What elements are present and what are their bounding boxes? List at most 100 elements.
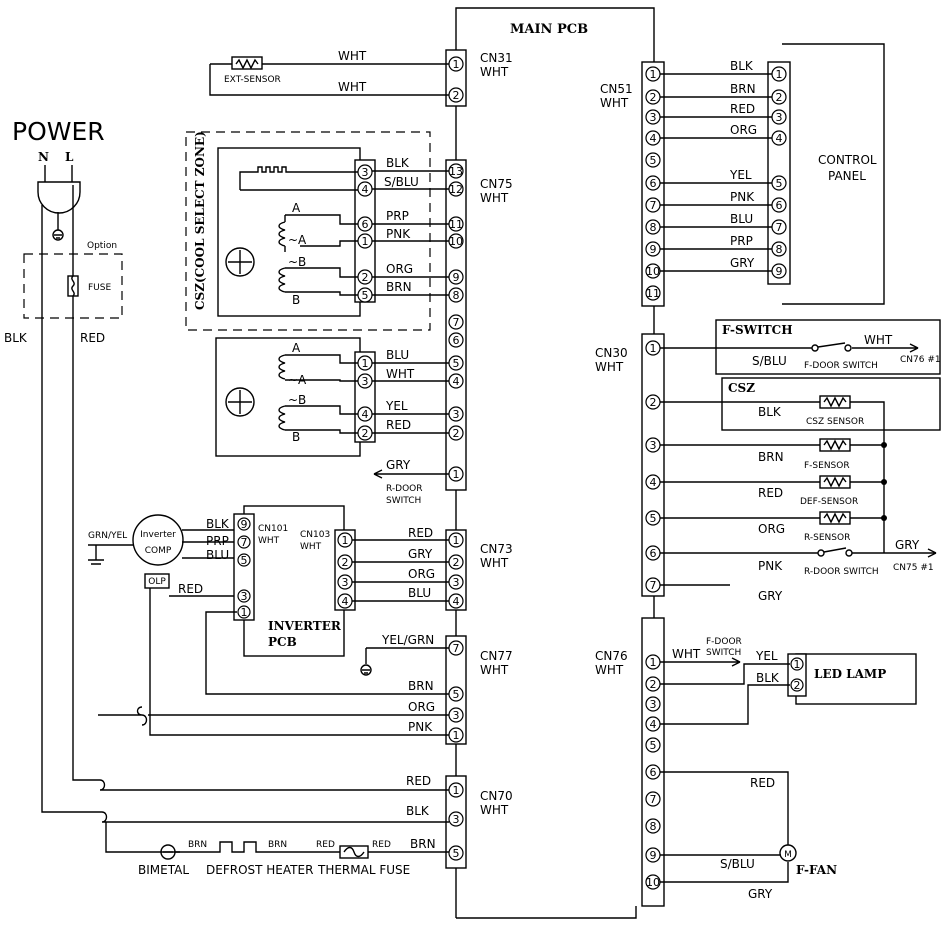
svg-text:WHT: WHT bbox=[595, 663, 624, 677]
svg-text:CONTROL: CONTROL bbox=[818, 153, 877, 167]
svg-text:GRY: GRY bbox=[748, 887, 773, 901]
svg-text:B: B bbox=[292, 430, 300, 444]
svg-text:CN76 #1: CN76 #1 bbox=[900, 355, 941, 365]
cn51-label: CN51 bbox=[600, 82, 633, 96]
svg-text:GRN/YEL: GRN/YEL bbox=[88, 531, 127, 541]
f-fan-motor bbox=[779, 844, 797, 862]
svg-text:BRN: BRN bbox=[408, 679, 434, 693]
svg-text:S/BLU: S/BLU bbox=[384, 175, 419, 189]
svg-text:CN103: CN103 bbox=[300, 530, 330, 540]
svg-text:RED: RED bbox=[730, 102, 755, 116]
svg-text:9: 9 bbox=[650, 849, 657, 862]
svg-text:RED: RED bbox=[80, 331, 105, 345]
svg-text:PNK: PNK bbox=[408, 720, 433, 734]
cn77-label: CN77 bbox=[480, 649, 513, 663]
svg-text:3: 3 bbox=[362, 375, 369, 388]
svg-text:SWITCH: SWITCH bbox=[706, 648, 741, 658]
svg-text:8: 8 bbox=[650, 221, 657, 234]
svg-text:3: 3 bbox=[650, 439, 657, 452]
svg-text:GRY: GRY bbox=[386, 458, 411, 472]
svg-text:BLK: BLK bbox=[386, 156, 410, 170]
svg-text:2: 2 bbox=[650, 678, 657, 691]
svg-text:ORG: ORG bbox=[408, 567, 435, 581]
svg-text:F-DOOR: F-DOOR bbox=[706, 637, 742, 647]
svg-text:3: 3 bbox=[453, 576, 460, 589]
svg-text:THERMAL FUSE: THERMAL FUSE bbox=[317, 863, 410, 877]
svg-text:1: 1 bbox=[453, 58, 460, 71]
svg-text:6: 6 bbox=[362, 218, 369, 231]
svg-text:11: 11 bbox=[646, 287, 660, 300]
svg-text:WHT: WHT bbox=[338, 80, 367, 94]
csz-zone-dashed-box bbox=[185, 131, 431, 331]
svg-text:BRN: BRN bbox=[730, 82, 756, 96]
svg-text:7: 7 bbox=[453, 642, 460, 655]
svg-text:COMP: COMP bbox=[145, 546, 172, 556]
svg-text:RED: RED bbox=[406, 774, 431, 788]
svg-text:1: 1 bbox=[453, 729, 460, 742]
svg-text:RED: RED bbox=[408, 526, 433, 540]
svg-text:YEL: YEL bbox=[729, 168, 752, 182]
svg-text:2: 2 bbox=[342, 556, 349, 569]
svg-text:ORG: ORG bbox=[408, 700, 435, 714]
svg-text:RED: RED bbox=[178, 582, 203, 596]
svg-text:4: 4 bbox=[362, 408, 369, 421]
svg-text:BLK: BLK bbox=[758, 405, 782, 419]
svg-text:PNK: PNK bbox=[730, 190, 755, 204]
svg-text:RED: RED bbox=[758, 486, 783, 500]
main-pcb-outline bbox=[455, 7, 655, 919]
svg-text:GRY: GRY bbox=[895, 538, 920, 552]
inverter-comp bbox=[132, 514, 184, 566]
svg-text:1: 1 bbox=[362, 235, 369, 248]
svg-text:5: 5 bbox=[362, 289, 369, 302]
svg-text:3: 3 bbox=[650, 111, 657, 124]
svg-text:5: 5 bbox=[650, 154, 657, 167]
svg-text:BLU: BLU bbox=[386, 348, 409, 362]
svg-text:WHT: WHT bbox=[672, 647, 701, 661]
csz-zone-label: CSZ(COOL SELECT ZONE) bbox=[193, 131, 207, 310]
svg-text:4: 4 bbox=[650, 476, 657, 489]
svg-text:WHT: WHT bbox=[386, 367, 415, 381]
svg-text:BLK: BLK bbox=[406, 804, 430, 818]
svg-text:WHT: WHT bbox=[480, 191, 509, 205]
svg-text:4: 4 bbox=[650, 718, 657, 731]
svg-text:13: 13 bbox=[449, 165, 463, 178]
svg-text:N: N bbox=[38, 150, 49, 164]
svg-text:1: 1 bbox=[776, 68, 783, 81]
svg-text:M: M bbox=[784, 850, 792, 860]
svg-text:R-SENSOR: R-SENSOR bbox=[804, 533, 850, 543]
svg-text:L: L bbox=[65, 150, 74, 164]
svg-text:2: 2 bbox=[362, 271, 369, 284]
svg-text:7: 7 bbox=[650, 579, 657, 592]
svg-text:1: 1 bbox=[241, 606, 248, 619]
svg-text:CSZ: CSZ bbox=[728, 381, 755, 395]
cn73-label: CN73 bbox=[480, 542, 513, 556]
svg-text:BRN: BRN bbox=[410, 837, 436, 851]
svg-text:3: 3 bbox=[650, 698, 657, 711]
cn76-label: CN76 bbox=[595, 649, 628, 663]
svg-text:9: 9 bbox=[453, 271, 460, 284]
svg-text:7: 7 bbox=[650, 199, 657, 212]
svg-text:7: 7 bbox=[453, 316, 460, 329]
svg-text:5: 5 bbox=[776, 177, 783, 190]
svg-text:4: 4 bbox=[650, 132, 657, 145]
svg-text:Option: Option bbox=[87, 241, 117, 251]
svg-text:BLK: BLK bbox=[730, 59, 754, 73]
main-pcb-title: MAIN PCB bbox=[510, 22, 588, 37]
svg-text:WHT: WHT bbox=[480, 556, 509, 570]
svg-text:R-DOOR SWITCH: R-DOOR SWITCH bbox=[804, 567, 879, 577]
power-plug-icon bbox=[37, 165, 81, 214]
svg-text:INVERTER: INVERTER bbox=[268, 619, 342, 633]
svg-text:3: 3 bbox=[776, 111, 783, 124]
svg-text:S/BLU: S/BLU bbox=[752, 354, 787, 368]
cn76-connector bbox=[641, 617, 665, 907]
svg-text:12: 12 bbox=[449, 183, 463, 196]
svg-text:9: 9 bbox=[776, 265, 783, 278]
svg-text:BLK: BLK bbox=[206, 517, 230, 531]
svg-text:WHT: WHT bbox=[864, 333, 893, 347]
svg-text:4: 4 bbox=[453, 595, 460, 608]
svg-text:ORG: ORG bbox=[730, 123, 757, 137]
svg-text:3: 3 bbox=[241, 590, 248, 603]
svg-text:5: 5 bbox=[241, 554, 248, 567]
svg-text:2: 2 bbox=[453, 556, 460, 569]
svg-text:1: 1 bbox=[342, 534, 349, 547]
